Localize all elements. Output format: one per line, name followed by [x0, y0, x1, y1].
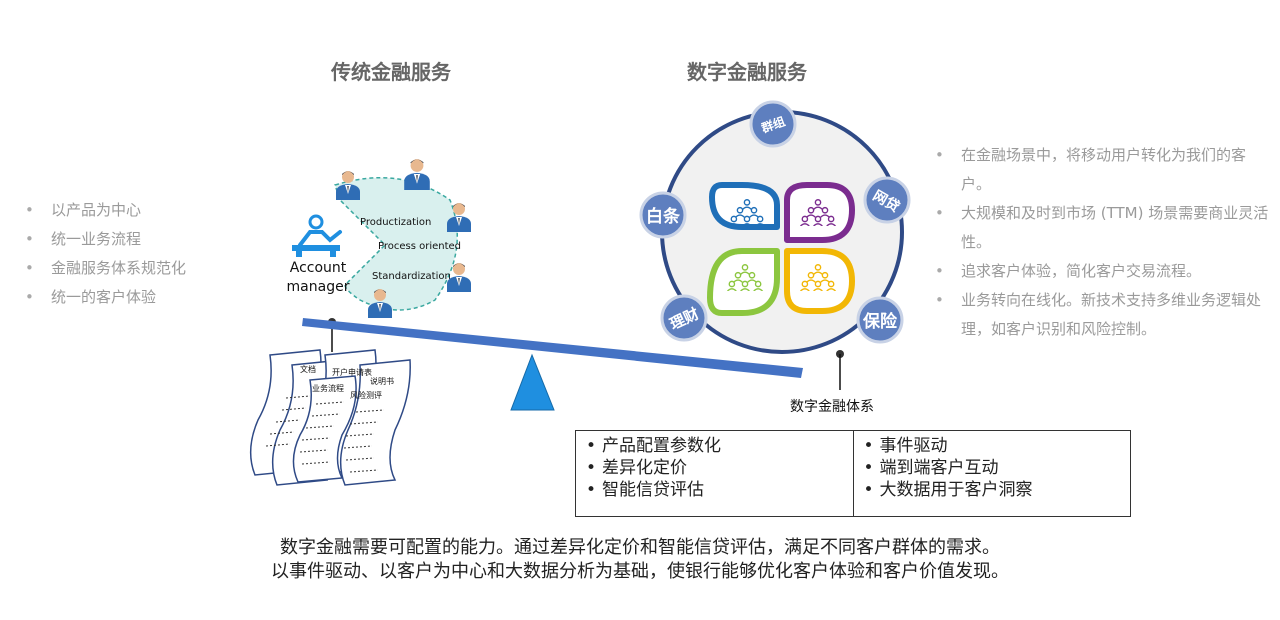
feature-item: 端到端客户互动: [862, 457, 1131, 479]
account-manager-label: Account manager: [286, 260, 350, 295]
summary-line: 数字金融需要可配置的能力。通过差异化定价和智能信贷评估，满足不同客户群体的需求。: [280, 537, 1000, 558]
traditional-bullets: 以产品为中心 统一业务流程 金融服务体系规范化 统一的客户体验: [25, 196, 225, 312]
cycle-label: Standardization: [372, 271, 451, 282]
feature-item: 智能信贷评估: [584, 479, 853, 501]
fulcrum: [510, 353, 555, 411]
digital-title: 数字金融服务: [687, 60, 807, 84]
document-label: 文档: [300, 364, 316, 374]
customer-icon: [404, 159, 430, 190]
bullet-item: 统一业务流程: [25, 225, 225, 254]
badge-qunzu: [749, 100, 797, 148]
cycle-label: Productization: [360, 217, 431, 228]
bullet-item: 以产品为中心: [25, 196, 225, 225]
cycle-label: Process oriented: [378, 241, 461, 252]
badge-wangdai: [863, 176, 911, 224]
feature-item: 事件驱动: [862, 435, 1131, 457]
digital-system-label: 数字金融体系: [790, 399, 874, 415]
bullet-item: 追求客户体验，简化客户交易流程。: [935, 257, 1275, 286]
document-label: 业务流程: [312, 383, 344, 393]
badge-baitiao: [639, 191, 687, 239]
bullet-item: 在金融场景中，将移动用户转化为我们的客户。: [935, 141, 1275, 199]
leaf-purple: [784, 182, 855, 243]
feature-item: 产品配置参数化: [584, 435, 853, 457]
feature-table: 产品配置参数化 差异化定价 智能信贷评估 事件驱动 端到端客户互动 大数据用于客…: [575, 430, 1131, 517]
document-label: 开户申请表: [332, 367, 372, 377]
feature-column-right: 事件驱动 端到端客户互动 大数据用于客户洞察: [852, 431, 1131, 516]
digital-bullets: 在金融场景中，将移动用户转化为我们的客户。 大规模和及时到市场 (TTM) 场景…: [935, 141, 1275, 344]
bullet-item: 大规模和及时到市场 (TTM) 场景需要商业灵活性。: [935, 199, 1275, 257]
badge-label: 白条: [646, 206, 681, 227]
documents-stack: 文档 开户申请表 说明书 业务流程 风险测评: [249, 349, 411, 486]
document-label: 风险测评: [350, 390, 382, 400]
summary-line: 以事件驱动、以客户为中心和大数据分析为基础，使银行能够优化客户体验和客户价值发现…: [271, 561, 1009, 582]
account-manager-icon: [292, 214, 342, 257]
bullet-item: 统一的客户体验: [25, 283, 225, 312]
balance-beam: [302, 318, 803, 378]
leaf-yellow: [784, 248, 855, 314]
badge-licai: [660, 294, 708, 342]
traditional-title: 传统金融服务: [331, 60, 451, 84]
feature-column-left: 产品配置参数化 差异化定价 智能信贷评估: [576, 431, 853, 516]
badge-group: 群组 白条 网贷 理财 保险: [639, 100, 911, 344]
feature-item: 差异化定价: [584, 457, 853, 479]
badge-label: 保险: [862, 311, 898, 332]
summary-text: 数字金融需要可配置的能力。通过差异化定价和智能信贷评估，满足不同客户群体的需求。…: [120, 536, 1160, 584]
bullet-item: 金融服务体系规范化: [25, 254, 225, 283]
bullet-item: 业务转向在线化。新技术支持多维业务逻辑处理，如客户识别和风险控制。: [935, 286, 1275, 344]
feature-item: 大数据用于客户洞察: [862, 479, 1131, 501]
document-label: 说明书: [370, 376, 394, 386]
badge-baoxian: [856, 296, 904, 344]
